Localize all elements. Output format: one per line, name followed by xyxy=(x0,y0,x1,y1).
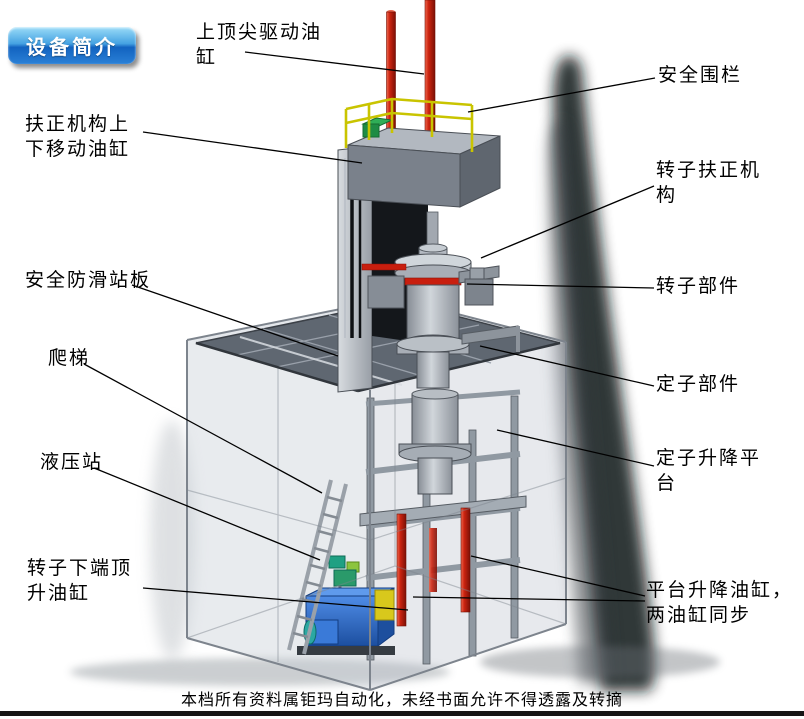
platform-lift-cylinders xyxy=(396,507,471,627)
label-safety-fence: 安全围栏 xyxy=(658,65,743,86)
label-hydraulic-station: 液压站 xyxy=(40,452,104,473)
label-rotor-jack-cylinder: 转子下端顶 升油缸 xyxy=(27,558,133,604)
title-badge: 设备简介 xyxy=(8,27,136,64)
label-top-center-cylinder: 上顶尖驱动油 缸 xyxy=(196,22,323,68)
label-platform-cylinders: 平台升降油缸， 两油缸同步 xyxy=(646,580,794,626)
stator-assembly xyxy=(398,388,472,495)
copyright-text: 本档所有资料属钜玛自动化，未经书面允许不得透露及转摘 xyxy=(180,692,623,709)
label-rotor-component: 转子部件 xyxy=(656,276,741,297)
rotor-assembly xyxy=(361,211,520,389)
label-ladder: 爬梯 xyxy=(48,348,91,369)
access-ladder xyxy=(287,479,348,655)
safety-railing xyxy=(344,97,474,152)
press-tower xyxy=(337,0,501,393)
rotor-centering-bracket xyxy=(458,265,500,306)
label-anti-slip-board: 安全防滑站板 xyxy=(25,270,152,291)
label-stator-component: 定子部件 xyxy=(656,374,741,395)
label-rotor-centering: 转子扶正机 构 xyxy=(656,160,762,206)
top-drive-cylinder-rod xyxy=(424,0,436,135)
label-stator-platform: 定子升降平 台 xyxy=(656,448,762,494)
bottom-border xyxy=(0,711,804,716)
label-centering-cylinder: 扶正机构上 下移动油缸 xyxy=(25,114,131,160)
